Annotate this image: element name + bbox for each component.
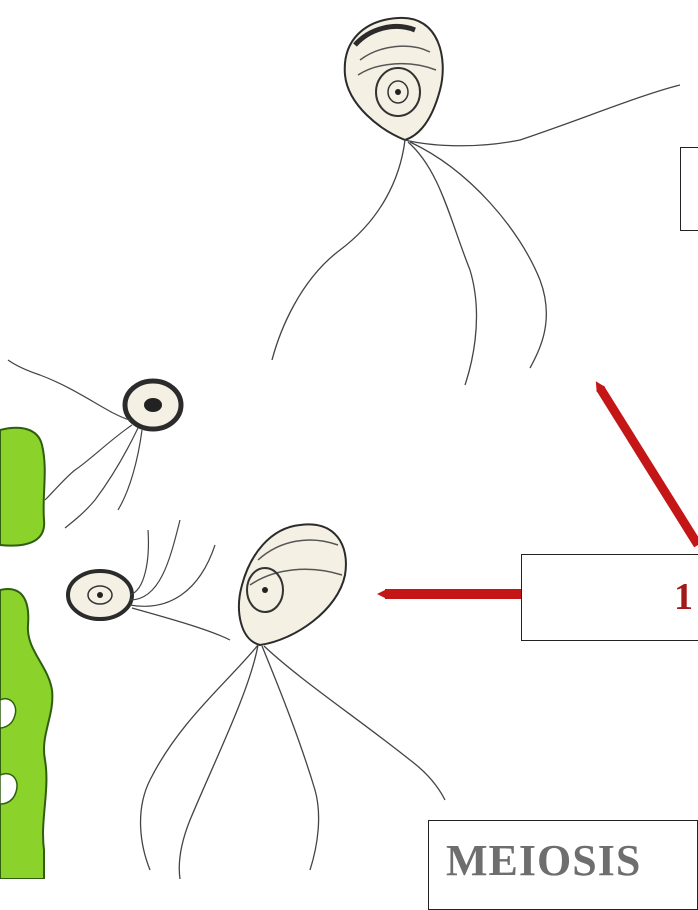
label-box-top <box>680 147 698 231</box>
flagellated-cell-small-2 <box>68 520 230 640</box>
diagram-canvas <box>0 0 698 879</box>
label-box-middle-text: 1 <box>674 575 693 619</box>
arrow-icon <box>600 388 698 545</box>
flagellated-cell-large <box>272 18 680 385</box>
label-box-middle: 1 <box>521 554 698 641</box>
green-algal-filament <box>0 428 52 879</box>
flagellated-cell-medium <box>141 524 445 879</box>
label-box-bottom: MEIOSIS <box>428 820 698 910</box>
label-box-bottom-text: MEIOSIS <box>446 835 641 886</box>
